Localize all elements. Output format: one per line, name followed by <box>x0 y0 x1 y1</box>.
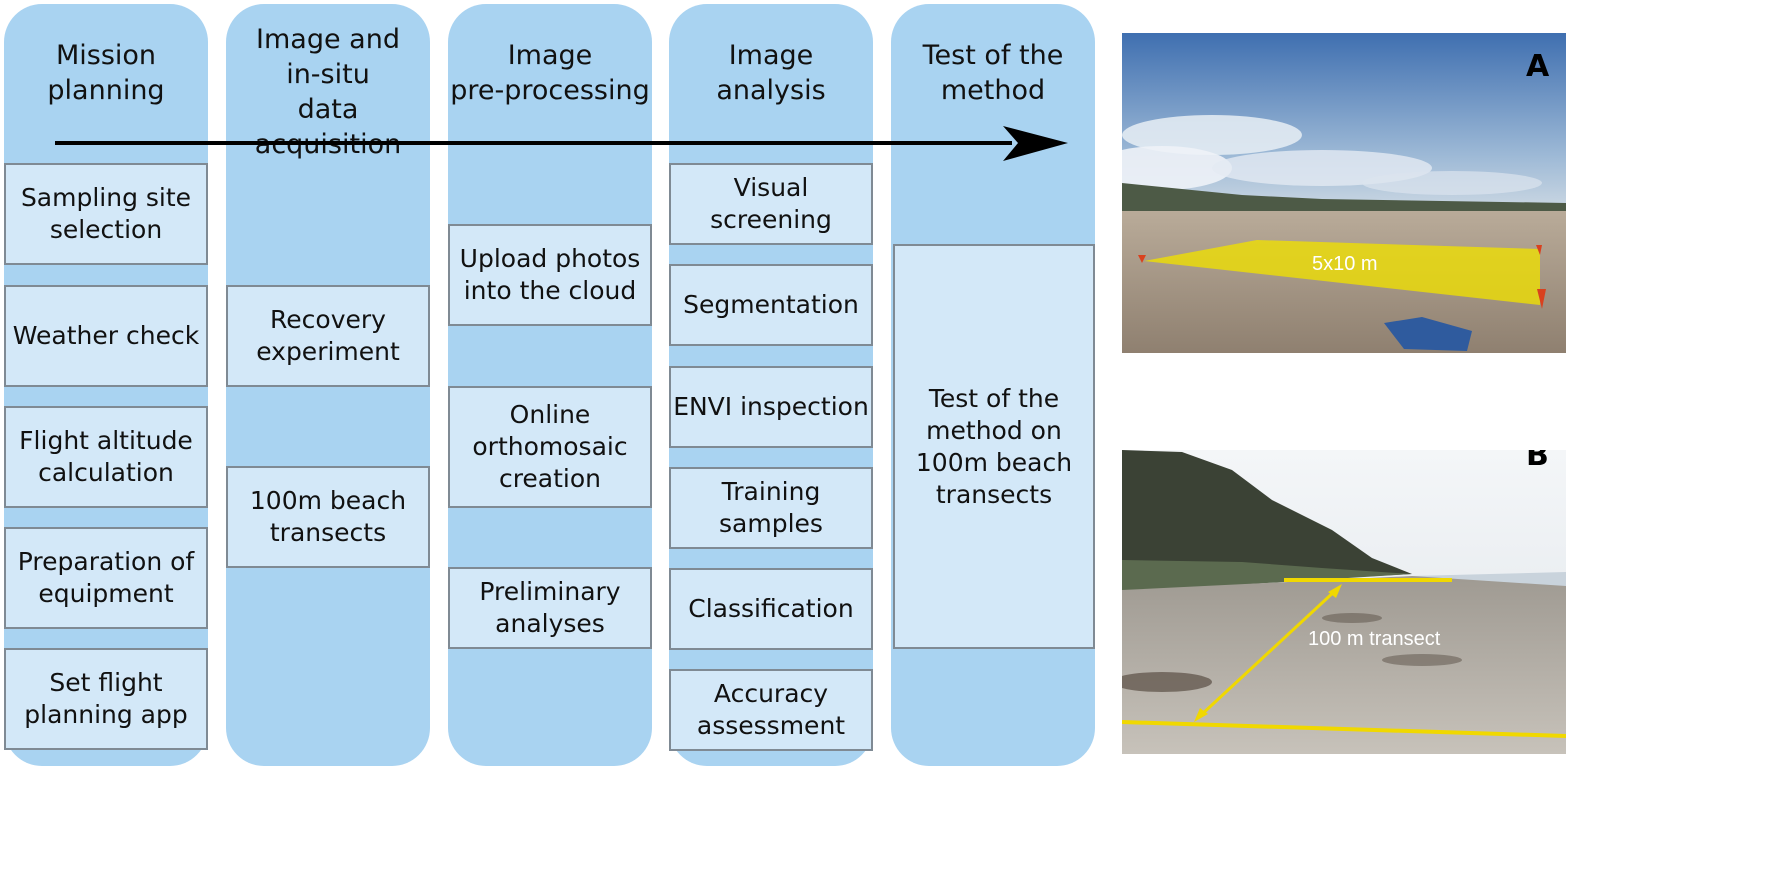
step-preliminary-analyses: Preliminary analyses <box>448 567 652 649</box>
step-beach-transects: 100m beach transects <box>226 466 430 568</box>
column-title: Image pre-processing <box>448 38 652 108</box>
step-accuracy-assessment: Accuracy assessment <box>669 669 873 751</box>
step-envi-inspection: ENVI inspection <box>669 366 873 448</box>
step-preparation-equipment: Preparation of equipment <box>4 527 208 629</box>
step-test-method-transects: Test of the method on 100m beach transec… <box>893 244 1095 649</box>
column-title: Image and in-situ data acquisition <box>226 22 430 162</box>
column-title: Test of the method <box>891 38 1095 108</box>
step-flight-altitude: Flight altitude calculation <box>4 406 208 508</box>
column-title: Image analysis <box>669 38 873 108</box>
panel-label-b: B <box>1526 450 1549 473</box>
step-visual-screening: Visual screening <box>669 163 873 245</box>
step-orthomosaic: Online orthomosaic creation <box>448 386 652 508</box>
column-title: Mission planning <box>4 38 208 108</box>
transect-label: 100 m transect <box>1308 628 1440 651</box>
column-pre-processing: Image pre-processing <box>448 4 652 766</box>
step-classification: Classification <box>669 568 873 650</box>
step-recovery-experiment: Recovery experiment <box>226 285 430 387</box>
step-segmentation: Segmentation <box>669 264 873 346</box>
step-sampling-site-selection: Sampling site selection <box>4 163 208 265</box>
plot-size-label: 5x10 m <box>1312 253 1378 276</box>
step-training-samples: Training samples <box>669 467 873 549</box>
step-weather-check: Weather check <box>4 285 208 387</box>
panel-label-a: A <box>1526 49 1549 84</box>
step-upload-photos: Upload photos into the cloud <box>448 224 652 326</box>
photo-a-beach-plot: A 5x10 m <box>1122 33 1566 353</box>
photo-b-beach-transect: B 100 m transect <box>1122 450 1566 754</box>
step-flight-planning-app: Set flight planning app <box>4 648 208 750</box>
